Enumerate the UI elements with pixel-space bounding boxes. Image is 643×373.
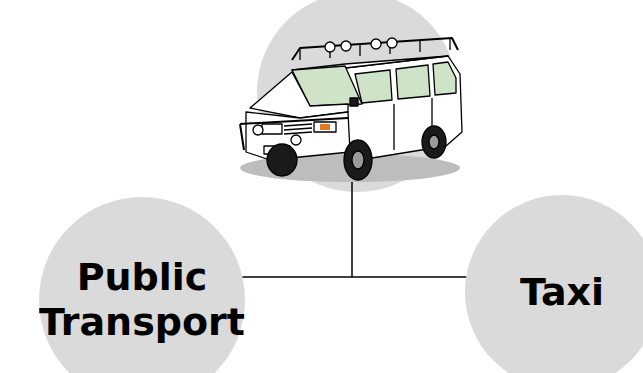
connector-line xyxy=(242,276,466,278)
node-label: Public Transport xyxy=(17,255,267,345)
node-label: Taxi xyxy=(437,270,643,315)
circle-node: Public Transport xyxy=(39,197,245,373)
suv-drawing xyxy=(240,38,462,182)
trunk-line xyxy=(351,180,353,277)
circle-node: Taxi xyxy=(465,195,643,373)
